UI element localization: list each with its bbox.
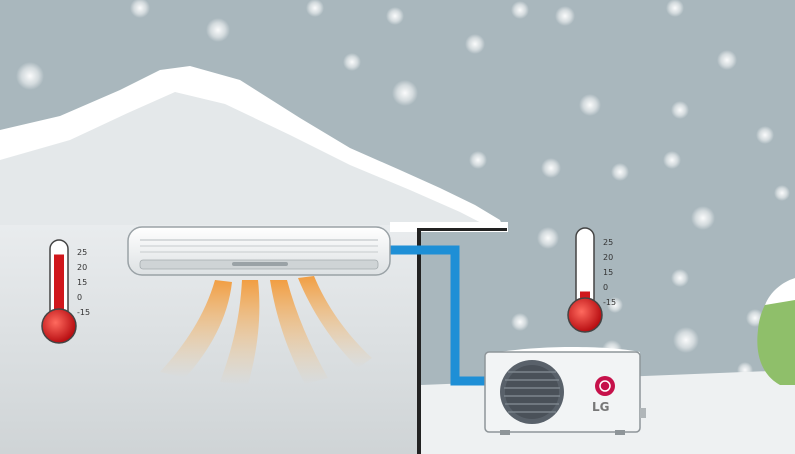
indoor-thermometer-mercury xyxy=(54,254,64,324)
refrigerant-pipe xyxy=(388,245,487,386)
air-conditioner-icon xyxy=(127,226,391,276)
outdoor-tick-5: -15 xyxy=(603,298,616,307)
indoor-tick-2: 20 xyxy=(77,263,87,272)
house-exterior-wall-edge xyxy=(417,230,421,454)
mountain-shade xyxy=(0,92,495,232)
roof-edge xyxy=(417,228,507,231)
warm-air-flow xyxy=(160,276,372,385)
snowflakes xyxy=(16,0,790,378)
indoor-tick-1: 25 xyxy=(77,248,87,257)
outdoor-tick-4: 0 xyxy=(603,283,608,292)
bush xyxy=(757,278,795,385)
indoor-tick-5: -15 xyxy=(77,308,90,317)
outdoor-tick-1: 25 xyxy=(603,238,613,247)
condenser-fan-icon xyxy=(500,360,564,424)
indoor-tick-4: 0 xyxy=(77,293,82,302)
brand-label: LG xyxy=(592,400,610,414)
brand-logo: LG xyxy=(592,376,615,414)
roof-snow-ledge xyxy=(390,222,508,232)
outdoor-thermometer: 25 20 15 0 -15 xyxy=(567,227,616,333)
outdoor-condenser-unit: LG xyxy=(484,346,646,435)
indoor-thermometer: 25 20 15 0 -15 xyxy=(41,239,90,344)
indoor-tick-3: 15 xyxy=(77,278,87,287)
outdoor-tick-2: 20 xyxy=(603,253,613,262)
outdoor-tick-3: 15 xyxy=(603,268,613,277)
